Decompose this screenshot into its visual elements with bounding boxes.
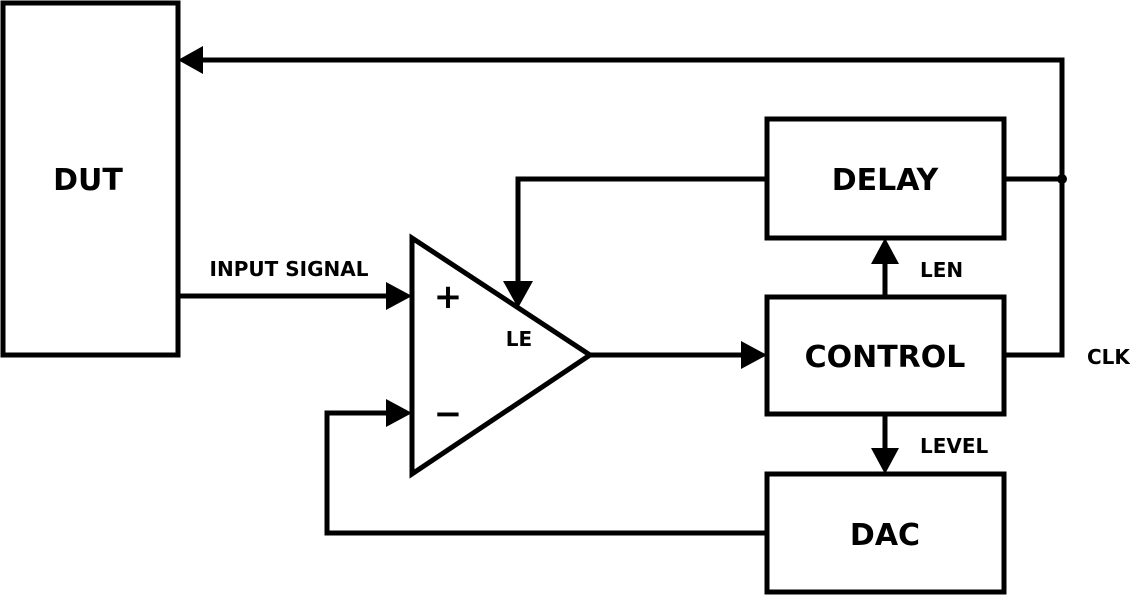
control-label: CONTROL [805, 340, 966, 375]
arrow-dac-to-minus [386, 399, 412, 427]
comparator-le-label: LE [506, 327, 532, 351]
len-label: LEN [920, 258, 963, 282]
comparator-plus-sign: + [434, 277, 463, 317]
delay-block [764, 116, 1007, 241]
wire-dac-to-minus [324, 410, 767, 536]
comparator-triangle [409, 233, 595, 479]
level-label: LEVEL [920, 434, 989, 458]
input-signal-label: INPUT SIGNAL [210, 257, 369, 281]
wire-delay-to-le [515, 176, 767, 285]
clk-label: CLK [1087, 345, 1130, 369]
arrow-clk-to-dut [178, 46, 203, 74]
arrow-level-to-dac [871, 448, 899, 474]
dac-label: DAC [850, 518, 920, 553]
delay-label: DELAY [832, 163, 940, 198]
dac-block [764, 471, 1007, 595]
arrow-len-to-delay [871, 238, 899, 264]
dut-block [0, 0, 181, 358]
clk-junction-dot [1057, 174, 1067, 184]
comparator-minus-sign: − [434, 394, 463, 434]
arrow-to-le [503, 281, 533, 308]
arrow-input-to-plus [386, 282, 412, 310]
control-block [764, 294, 1007, 417]
dut-label: DUT [53, 163, 123, 198]
wire-clk [198, 57, 1065, 358]
arrow-to-control [741, 341, 767, 369]
